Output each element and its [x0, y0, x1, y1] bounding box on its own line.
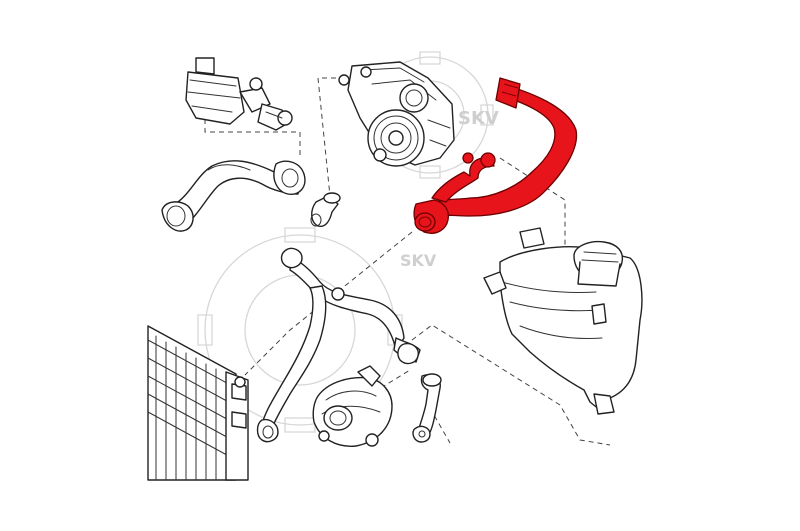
- watermark-text-secondary: SKV: [400, 251, 437, 270]
- long-hose-icon: [256, 247, 421, 443]
- radiator-icon: [147, 325, 249, 481]
- small-hose-icon: [412, 373, 442, 443]
- expansion-tank-icon: [483, 227, 643, 415]
- thermostat-housing-icon: [312, 365, 393, 447]
- leader-line-center: [244, 231, 413, 376]
- leader-line-small-hose: [429, 407, 451, 444]
- watermark-text: SKV: [458, 108, 499, 129]
- upper-hose-icon: [413, 77, 578, 234]
- leader-line-valve: [204, 110, 301, 158]
- water-pump-icon: [338, 61, 455, 167]
- leader-line-bottom: [411, 324, 611, 446]
- leader-line-pump: [317, 77, 345, 197]
- electric-valve-icon: [185, 57, 293, 131]
- lower-hose-icon: [161, 160, 306, 232]
- elbow-hose-icon: [310, 192, 341, 227]
